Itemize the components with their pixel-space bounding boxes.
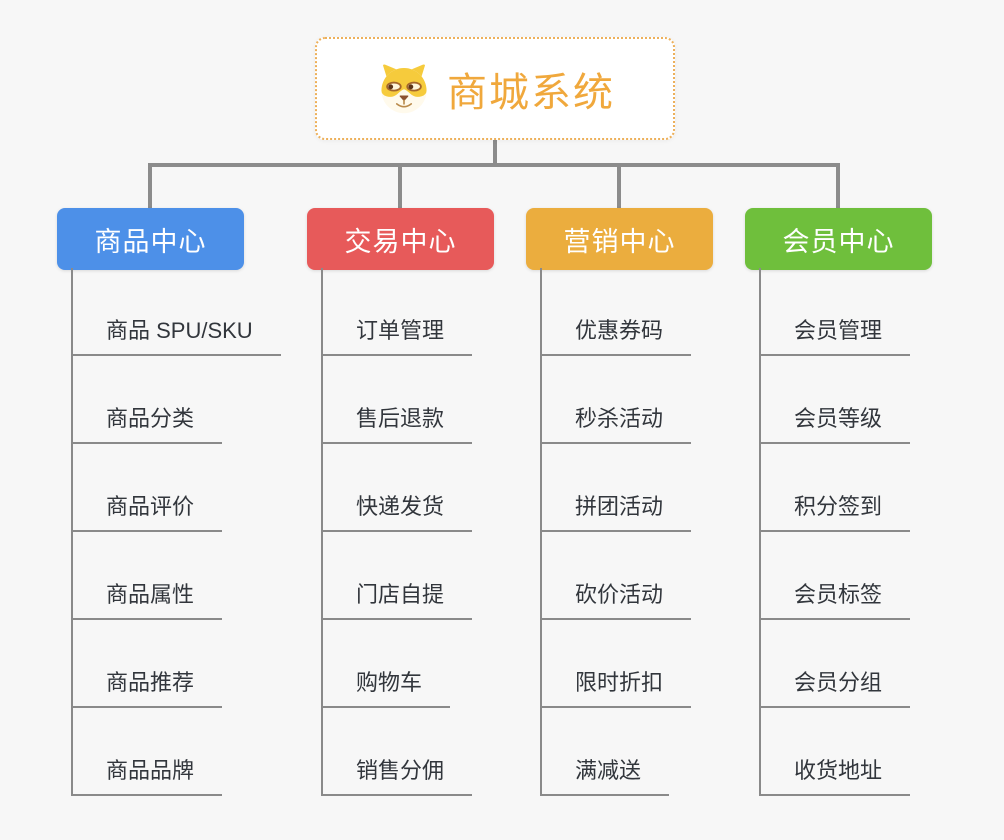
topic-item[interactable]: 商品推荐: [73, 620, 281, 708]
branch-label: 商品中心: [94, 226, 207, 257]
topic-item[interactable]: 销售分佣: [323, 708, 473, 796]
connector-drop-trade: [398, 163, 402, 210]
topic-item[interactable]: 优惠券码: [542, 268, 692, 356]
connector-drop-product: [148, 163, 152, 210]
branch-trade-items: 订单管理 售后退款 快递发货 门店自提 购物车 销售分佣: [321, 268, 473, 796]
topic-item[interactable]: 售后退款: [323, 356, 473, 444]
topic-item[interactable]: 商品分类: [73, 356, 281, 444]
connector-root-vertical: [493, 139, 497, 167]
topic-item[interactable]: 门店自提: [323, 532, 473, 620]
topic-item[interactable]: 商品评价: [73, 444, 281, 532]
branch-marketing-items: 优惠券码 秒杀活动 拼团活动 砍价活动 限时折扣 满减送: [540, 268, 692, 796]
topic-item[interactable]: 积分签到: [761, 444, 911, 532]
topic-item[interactable]: 会员等级: [761, 356, 911, 444]
topic-item[interactable]: 满减送: [542, 708, 691, 796]
topic-item[interactable]: 商品属性: [73, 532, 281, 620]
branch-member-center[interactable]: 会员中心: [745, 208, 932, 270]
topic-item[interactable]: 收货地址: [761, 708, 911, 796]
topic-item[interactable]: 快递发货: [323, 444, 473, 532]
branch-label: 营销中心: [563, 226, 676, 257]
topic-item[interactable]: 拼团活动: [542, 444, 692, 532]
branch-trade-center[interactable]: 交易中心: [307, 208, 494, 270]
topic-item[interactable]: 限时折扣: [542, 620, 692, 708]
topic-item[interactable]: 会员分组: [761, 620, 911, 708]
branch-label: 交易中心: [344, 226, 457, 257]
topic-item[interactable]: 砍价活动: [542, 532, 692, 620]
dog-face-icon: [381, 63, 427, 113]
connector-drop-marketing: [617, 163, 621, 210]
branch-member-items: 会员管理 会员等级 积分签到 会员标签 会员分组 收货地址: [759, 268, 911, 796]
root-node[interactable]: 商城系统: [315, 37, 675, 140]
root-title: 商城系统: [447, 70, 615, 115]
topic-item[interactable]: 秒杀活动: [542, 356, 692, 444]
branch-product-items: 商品 SPU/SKU 商品分类 商品评价 商品属性 商品推荐 商品品牌: [71, 268, 281, 796]
connector-drop-member: [836, 163, 840, 210]
topic-item[interactable]: 会员管理: [761, 268, 911, 356]
branch-label: 会员中心: [782, 226, 895, 257]
topic-item[interactable]: 商品 SPU/SKU: [73, 268, 281, 356]
topic-item[interactable]: 订单管理: [323, 268, 473, 356]
topic-item[interactable]: 购物车: [323, 620, 472, 708]
topic-item[interactable]: 会员标签: [761, 532, 911, 620]
branch-marketing-center[interactable]: 营销中心: [526, 208, 713, 270]
topic-item[interactable]: 商品品牌: [73, 708, 281, 796]
branch-product-center[interactable]: 商品中心: [57, 208, 244, 270]
connector-trunk-horizontal: [148, 163, 839, 167]
